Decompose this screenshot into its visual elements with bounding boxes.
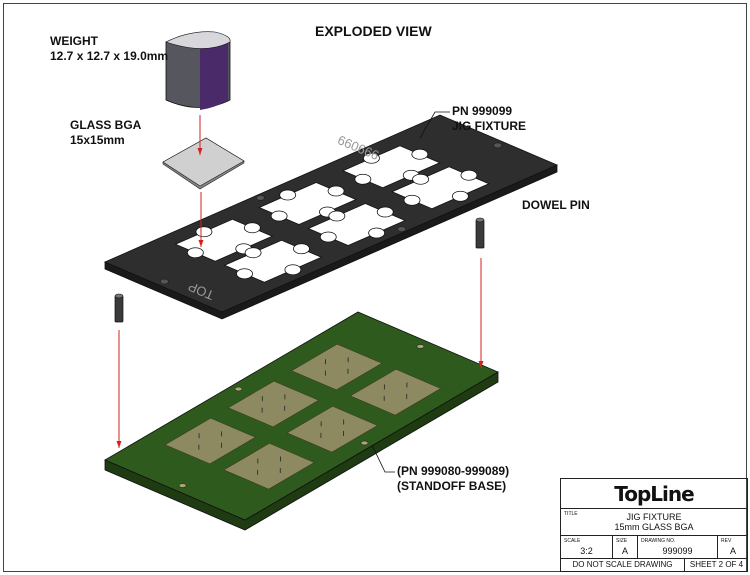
pocket-relief: [328, 210, 346, 222]
base-leader: [371, 444, 395, 473]
bga-pad: [223, 442, 315, 490]
title-caption: TITLE: [564, 511, 578, 517]
base-screw-3: [360, 440, 369, 446]
dowel-pin-right-cap: [475, 217, 485, 223]
dowel-pin-left-cap: [114, 293, 124, 299]
sheet-number: SHEET 2 OF 4: [689, 560, 744, 569]
bga-pad: [286, 405, 379, 453]
bga-pad: [227, 380, 320, 428]
rev-caption: REV: [721, 538, 732, 544]
title-line2: 15mm GLASS BGA: [614, 522, 694, 532]
pocket-relief: [412, 173, 430, 185]
standoff-base-label: (PN 999080-999089)(STANDOFF BASE): [397, 464, 510, 493]
base-screw-2: [234, 386, 243, 392]
scale-value: 3:2: [580, 546, 593, 556]
pocket-relief: [354, 173, 372, 185]
logo-row: TopLine: [561, 479, 747, 509]
pocket-relief: [195, 226, 213, 238]
size-value: A: [621, 546, 628, 556]
pocket-relief: [327, 185, 345, 197]
pocket-relief: [244, 247, 262, 259]
pocket-relief: [411, 148, 429, 160]
pocket-relief: [236, 268, 253, 280]
arrow-glass-head: [198, 240, 204, 247]
drawing-number: 999099: [662, 546, 693, 556]
size-caption: SIZE: [616, 538, 628, 544]
pocket-relief: [376, 206, 394, 218]
bga-pad: [290, 343, 383, 391]
pocket-relief: [270, 210, 288, 222]
arrow-left-pin-head: [116, 441, 122, 448]
info-row: SCALE 3:2 SIZE A DRAWING NO. 999099 REV A: [561, 536, 747, 559]
dowel-pin-left: [114, 295, 124, 323]
plate-hole-0: [160, 278, 169, 285]
jig-leader: [419, 111, 450, 139]
title-block: TopLine TITLE JIG FIXTURE 15mm GLASS BGA…: [560, 478, 748, 572]
dowel-pin-right: [475, 219, 485, 249]
pocket-relief: [279, 189, 297, 201]
pocket-relief: [284, 264, 302, 276]
weight-side-face: [200, 40, 228, 110]
pocket-relief: [243, 222, 261, 234]
weight-top: [165, 31, 231, 49]
pocket-relief: [403, 194, 421, 206]
pocket-relief: [451, 190, 469, 202]
plate-hole-1: [493, 142, 502, 149]
bga-pad: [164, 417, 257, 465]
drawing-title: EXPLODED VIEW: [315, 23, 432, 39]
rev-value: A: [729, 546, 736, 556]
arrow-weight-head: [197, 148, 203, 155]
plate-hole-3: [397, 226, 406, 232]
footer-row: DO NOT SCALE DRAWING SHEET 2 OF 4: [561, 559, 747, 572]
bga-pad: [349, 368, 442, 416]
topline-logo: TopLine: [614, 482, 694, 506]
pocket-relief: [319, 231, 337, 243]
glass-bga: [162, 137, 245, 187]
drawing-border: [3, 3, 747, 572]
pocket-relief: [368, 227, 386, 239]
drawing-caption: DRAWING NO.: [641, 538, 676, 544]
pocket-relief: [186, 247, 204, 259]
pocket-relief: [460, 169, 478, 181]
dowel-pin-label: DOWEL PIN: [522, 198, 590, 212]
standoff-base-top: [104, 311, 499, 521]
title-line1: JIG FIXTURE: [626, 512, 682, 522]
arrow-right-pin-head: [478, 361, 484, 368]
scale-caption: SCALE: [564, 538, 581, 544]
base-screw-1: [416, 344, 425, 349]
plate-hole-2: [256, 195, 265, 201]
title-row: TITLE JIG FIXTURE 15mm GLASS BGA: [561, 509, 747, 536]
base-screw-0: [178, 483, 187, 488]
pocket-relief: [293, 243, 310, 255]
scale-note: DO NOT SCALE DRAWING: [572, 560, 673, 569]
pocket-relief: [363, 152, 380, 164]
